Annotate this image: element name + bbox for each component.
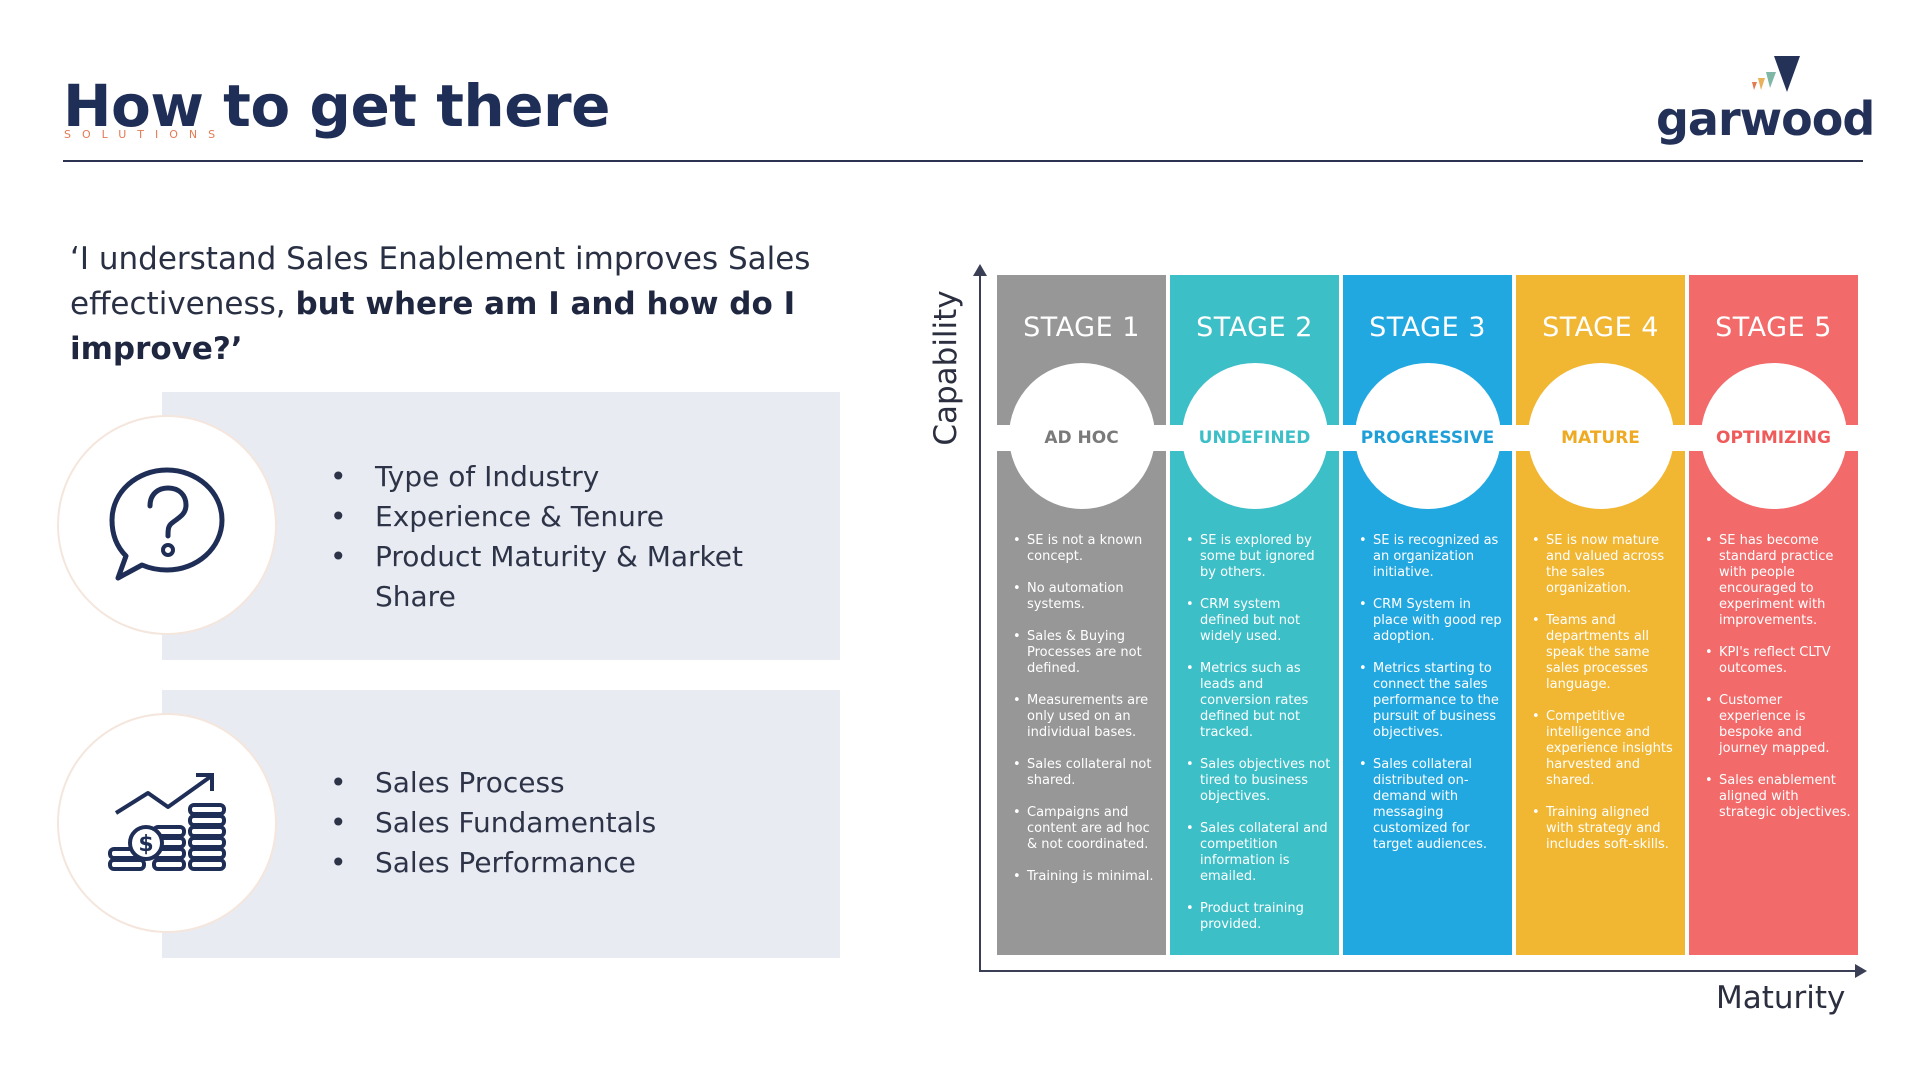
list-item: Sales collateral not shared. (1011, 757, 1160, 789)
sales-list: Sales Process Sales Fundamentals Sales P… (330, 763, 800, 883)
stage-circle (1008, 363, 1155, 509)
list-item: SE is explored by some but ignored by ot… (1184, 533, 1333, 581)
list-item: Sales Fundamentals (330, 803, 800, 843)
stage-circle (1354, 363, 1501, 509)
capability-axis-arrow (973, 264, 987, 276)
list-item: Teams and departments all speak the same… (1530, 613, 1679, 693)
sales-icon-circle: $ (57, 713, 277, 933)
stage-3-list: SE is recognized as an organization init… (1357, 533, 1506, 869)
list-item: Sales Performance (330, 843, 800, 883)
stage-title: STAGE 2 (1196, 312, 1313, 343)
list-item: Sales collateral distributed on-demand w… (1357, 757, 1506, 853)
quote-regular: ‘I understand Sales Enablement improves … (70, 241, 811, 322)
list-item: Training is minimal. (1011, 869, 1160, 885)
page-title: How to get there (63, 72, 611, 140)
stage-title: STAGE 3 (1369, 312, 1486, 343)
list-item: Competitive intelligence and experience … (1530, 709, 1679, 789)
logo-wordmark: garwood (1656, 92, 1875, 146)
stage-2-column: STAGE 2 UNDEFINED SE is explored by some… (1170, 275, 1339, 955)
stage-name: MATURE (1561, 428, 1640, 448)
list-item: KPI's reflect CLTV outcomes. (1703, 645, 1852, 677)
stage-2-list: SE is explored by some but ignored by ot… (1184, 533, 1333, 949)
list-item: Product Maturity & Market Share (330, 537, 800, 617)
question-bubble-icon (109, 467, 225, 581)
list-item: Sales collateral and competition informa… (1184, 821, 1333, 885)
stage-name: OPTIMIZING (1716, 428, 1831, 448)
title-divider (63, 160, 1863, 162)
list-item: SE is now mature and valued across the s… (1530, 533, 1679, 597)
capability-axis-label: Capability (928, 290, 964, 446)
stage-name: AD HOC (1044, 428, 1119, 448)
stage-name: PROGRESSIVE (1360, 428, 1495, 448)
list-item: Campaigns and content are ad hoc & not c… (1011, 805, 1160, 853)
stage-title: STAGE 5 (1715, 312, 1832, 343)
list-item: Sales objectives not tired to business o… (1184, 757, 1333, 805)
stage-title: STAGE 4 (1542, 312, 1659, 343)
maturity-axis-label: Maturity (1716, 980, 1846, 1016)
stage-circle (1181, 363, 1328, 509)
stage-1-column: STAGE 1 AD HOC SE is not a known concept… (997, 275, 1166, 955)
list-item: Sales Process (330, 763, 800, 803)
svg-text:$: $ (138, 832, 153, 857)
list-item: Sales & Buying Processes are not defined… (1011, 629, 1160, 677)
list-item: Product training provided. (1184, 901, 1333, 933)
garwood-logo: garwood (1650, 52, 1875, 152)
list-item: Metrics such as leads and conversion rat… (1184, 661, 1333, 741)
list-item: SE is recognized as an organization init… (1357, 533, 1506, 581)
list-item: SE has become standard practice with peo… (1703, 533, 1852, 629)
list-item: Type of Industry (330, 457, 800, 497)
stage-name: UNDEFINED (1198, 428, 1311, 448)
stage-circle (1700, 363, 1847, 509)
maturity-stages: STAGE 1 AD HOC SE is not a known concept… (997, 275, 1858, 955)
list-item: Training aligned with strategy and inclu… (1530, 805, 1679, 853)
stage-circle (1527, 363, 1674, 509)
stage-5-column: STAGE 5 OPTIMIZING SE has become standar… (1689, 275, 1858, 955)
logo-subtitle: SOLUTIONS (64, 128, 227, 141)
list-item: Sales enablement aligned with strategic … (1703, 773, 1852, 821)
maturity-axis (979, 970, 1857, 972)
stage-4-column: STAGE 4 MATURE SE is now mature and valu… (1516, 275, 1685, 955)
list-item: Experience & Tenure (330, 497, 800, 537)
list-item: No automation systems. (1011, 581, 1160, 613)
factors-list: Type of Industry Experience & Tenure Pro… (330, 457, 800, 617)
capability-axis (979, 272, 981, 972)
logo-mark-icon (1752, 56, 1800, 92)
list-item: Customer experience is bespoke and journ… (1703, 693, 1852, 757)
list-item: Measurements are only used on an individ… (1011, 693, 1160, 741)
maturity-axis-arrow (1855, 964, 1867, 978)
growth-coins-icon: $ (108, 773, 226, 871)
list-item: CRM system defined but not widely used. (1184, 597, 1333, 645)
list-item: Metrics starting to connect the sales pe… (1357, 661, 1506, 741)
stage-title: STAGE 1 (1023, 312, 1140, 343)
intro-quote: ‘I understand Sales Enablement improves … (70, 237, 900, 372)
stage-4-list: SE is now mature and valued across the s… (1530, 533, 1679, 869)
factors-icon-circle (57, 415, 277, 635)
stage-5-list: SE has become standard practice with peo… (1703, 533, 1852, 837)
list-item: CRM System in place with good rep adopti… (1357, 597, 1506, 645)
quote-bold: but where am I and how do I improve?’ (70, 286, 796, 367)
stage-1-list: SE is not a known concept. No automation… (1011, 533, 1160, 901)
list-item: SE is not a known concept. (1011, 533, 1160, 565)
stage-3-column: STAGE 3 PROGRESSIVE SE is recognized as … (1343, 275, 1512, 955)
